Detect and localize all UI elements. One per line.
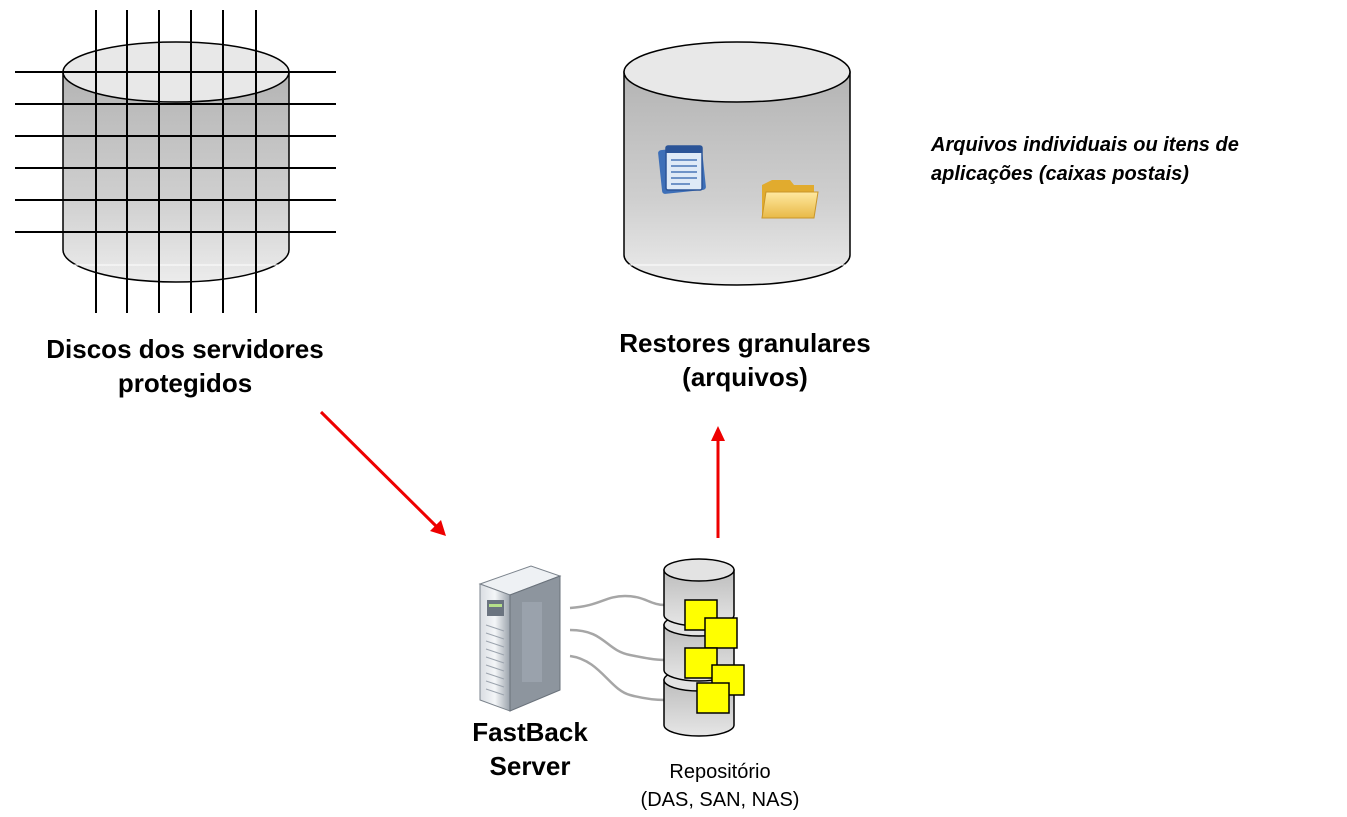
repository-stack [663,558,745,737]
repository-label-line-2: (DAS, SAN, NAS) [640,789,800,811]
server-label-line-2: Server [489,751,571,781]
grid-lines-icon [15,10,336,313]
protected-disks-label-line-1: Discos dos servidores [46,334,324,364]
backup-arrow [319,410,446,536]
protected-disks-label-line-2: protegidos [117,368,253,398]
connection-cables [569,594,666,702]
granular-restores-label-line-2: (arquivos) [682,362,808,392]
folder-icon [761,180,819,219]
note-line-1: Arquivos individuais ou itens de [931,134,1239,156]
granular-restores-label: Restores granulares (arquivos) [560,326,930,394]
repository-label: Repositório (DAS, SAN, NAS) [610,758,830,814]
granular-restores-cylinder [623,41,851,286]
server-tower-icon [478,565,562,712]
sticky-note-icon [684,599,745,714]
granular-restores-label-line-1: Restores granulares [619,328,871,358]
repository-label-line-1: Repositório [669,761,771,783]
document-icon [658,145,706,194]
granular-items-note: Arquivos individuais ou itens de aplicaç… [931,131,1239,189]
protected-disks-cylinder [15,10,336,313]
protected-disks-label: Discos dos servidores protegidos [0,332,370,400]
server-label-line-1: FastBack [472,717,588,747]
note-line-2: aplicações (caixas postais) [931,163,1189,185]
restore-arrow [711,426,725,538]
server-label: FastBack Server [440,715,620,783]
